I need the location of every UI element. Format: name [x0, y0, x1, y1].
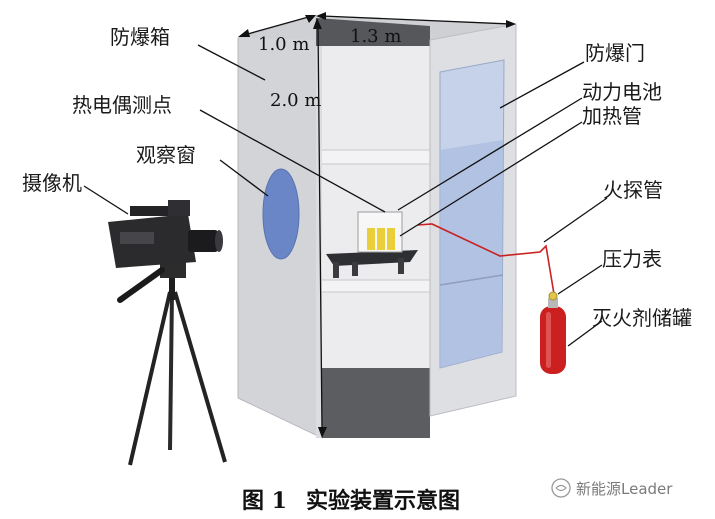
label-explosion-proof-box: 防爆箱 [110, 25, 170, 49]
depth-arrowhead-right [305, 15, 316, 23]
camera-body [108, 200, 223, 268]
explosion-proof-box [237, 15, 517, 439]
camera-top-handle [130, 206, 180, 216]
leader-battery [397, 97, 583, 211]
watermark-logo-icon [551, 478, 571, 498]
tripod-head [160, 262, 186, 278]
dimension-depth-arrow [243, 15, 313, 36]
height-arrowhead-top [313, 18, 322, 29]
interior-band-1 [317, 149, 431, 165]
label-fire-detection-tube: 火探管 [603, 178, 663, 202]
watermark: 新能源Leader [551, 478, 673, 498]
leader-extinguisher [567, 320, 603, 347]
label-explosion-proof-door: 防爆门 [585, 41, 645, 65]
leader-lines [83, 44, 608, 347]
tripod-leg-center [168, 291, 174, 451]
depth-arrowhead-left [238, 29, 250, 37]
figure-title: 实验装置示意图 [306, 488, 460, 514]
leader-window [219, 159, 269, 197]
dimension-height-arrow [317, 25, 323, 431]
extinguisher-body [540, 306, 566, 374]
dimension-height-label: 2.0 m [270, 90, 321, 111]
leader-door [499, 61, 585, 109]
shelf-top [326, 250, 418, 266]
dimension-lines [238, 12, 516, 438]
tripod-leg-left [128, 291, 172, 466]
extinguisher-tank [540, 291, 566, 374]
battery-cell-1 [367, 228, 375, 250]
door-glass-divider [439, 274, 504, 286]
label-thermocouple-point: 热电偶测点 [72, 93, 172, 117]
tripod-handle [117, 267, 165, 303]
leader-box [197, 44, 266, 81]
width-arrowhead-left [316, 12, 326, 20]
tripod-leg-right [173, 291, 227, 463]
camera-side-panel [120, 232, 154, 244]
battery-shelf [326, 211, 418, 278]
shelf-leg-right [398, 258, 404, 274]
label-observation-window: 观察窗 [136, 143, 196, 167]
shelf-leg-mid [352, 262, 358, 276]
camera-lens [188, 230, 218, 252]
battery-cell-2 [377, 228, 385, 250]
label-heating-tube: 加热管 [582, 104, 642, 128]
camera-viewfinder [168, 200, 190, 216]
label-power-battery: 动力电池 [582, 80, 662, 104]
dimension-depth-label: 1.0 m [258, 34, 309, 55]
leader-fire-tube [543, 197, 608, 243]
leader-heater [399, 121, 583, 237]
figure-number: 图 1 [242, 488, 287, 514]
camera-lens-front [215, 230, 223, 252]
fire-detection-tube [417, 223, 556, 301]
label-pressure-gauge: 压力表 [602, 247, 662, 271]
leader-thermocouple [199, 109, 386, 213]
extinguisher-highlight [546, 312, 551, 368]
box-top-band [316, 18, 430, 46]
leader-camera [83, 185, 129, 215]
interior-dark-bottom [318, 368, 430, 438]
pressure-gauge-icon [548, 291, 558, 301]
label-camera: 摄像机 [22, 171, 82, 195]
observation-window [262, 168, 300, 260]
height-arrowhead-bottom [318, 427, 327, 438]
dimension-width-arrow [321, 15, 511, 25]
extinguisher-neck [548, 298, 558, 308]
shelf-leg-left [333, 262, 339, 278]
dimension-width-label: 1.3 m [350, 26, 401, 47]
camera-tripod [117, 262, 227, 466]
watermark-logo-swirl [555, 484, 567, 492]
label-extinguisher-tank: 灭火剂储罐 [592, 306, 692, 330]
width-arrowhead-right [506, 20, 516, 28]
battery-cell-3 [387, 228, 395, 250]
interior-band-2 [317, 279, 431, 293]
watermark-text: 新能源Leader [576, 480, 673, 498]
leader-gauge [557, 264, 603, 295]
box-front-left-frame [316, 46, 322, 438]
door-glass-lower-tint [440, 140, 503, 368]
